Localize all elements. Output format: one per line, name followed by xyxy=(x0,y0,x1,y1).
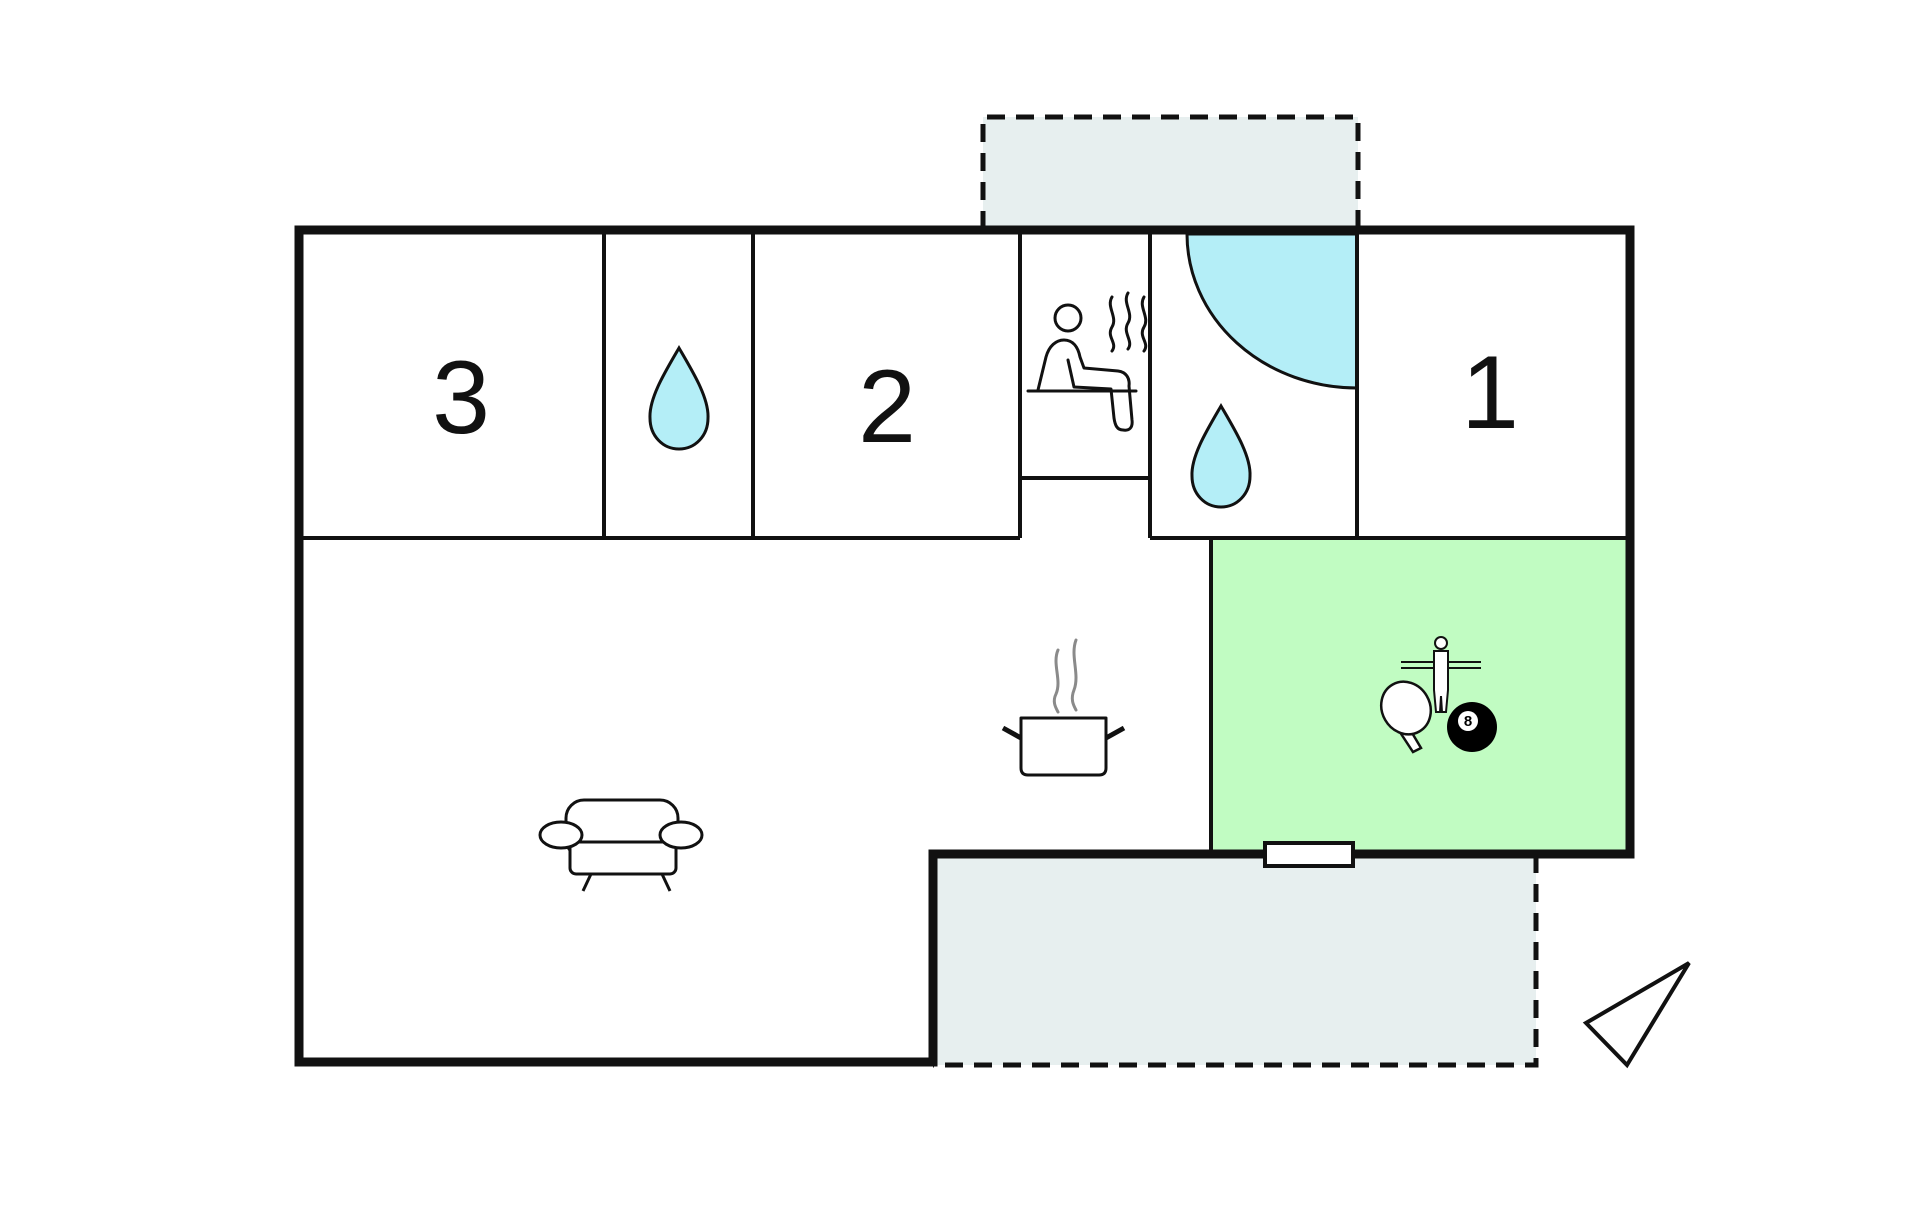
table-tennis-icon xyxy=(1379,680,1433,754)
terrace-top xyxy=(980,114,1361,229)
table-football-icon xyxy=(1401,636,1481,713)
shower-area xyxy=(1185,232,1359,390)
interior-walls xyxy=(299,230,1630,854)
bedroom-1-label: 1 xyxy=(1461,335,1519,451)
sauna-icon xyxy=(1026,291,1148,432)
terrace-door xyxy=(1263,841,1355,868)
water-drop-icon xyxy=(1190,403,1252,509)
bedroom-2-label: 2 xyxy=(858,349,916,465)
terrace-bottom xyxy=(933,855,1539,1068)
billiard-ball-number: 8 xyxy=(1464,713,1472,730)
outer-walls xyxy=(294,225,1635,1067)
bedroom-3-label: 3 xyxy=(432,340,490,456)
water-drop-icon xyxy=(648,345,710,451)
cooking-pot-icon xyxy=(1001,638,1126,777)
billiard-ball-icon: 8 xyxy=(1447,702,1497,752)
sofa-icon xyxy=(538,798,704,892)
north-arrow-icon xyxy=(1582,961,1691,1069)
